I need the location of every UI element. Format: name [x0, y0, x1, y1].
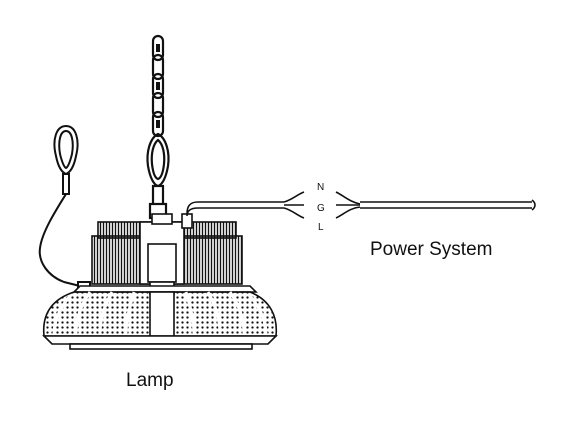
carabiner-icon	[38, 124, 91, 289]
chain-icon	[151, 34, 165, 138]
wire-label-l: L	[318, 222, 324, 233]
power-cable-icon	[181, 191, 536, 229]
wire-label-g: G	[317, 203, 325, 214]
high-bay-lamp-icon	[42, 213, 278, 350]
lamp-label: Lamp	[126, 370, 174, 391]
power-system-label: Power System	[370, 239, 493, 260]
hook-icon	[146, 132, 170, 220]
wire-label-n: N	[317, 182, 325, 193]
